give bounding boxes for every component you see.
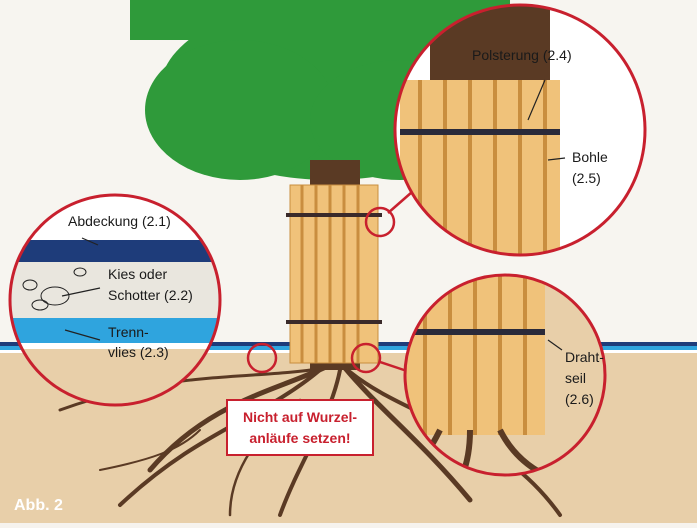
warning-line-2: anläufe setzen!: [249, 430, 350, 446]
trunk-planks: [286, 185, 382, 363]
label-bohle-1: Bohle: [572, 149, 608, 165]
label-trenn-2: vlies (2.3): [108, 344, 169, 360]
label-kies-1: Kies oder: [108, 266, 167, 282]
warning-note: Nicht auf Wurzel- anläufe setzen!: [227, 400, 373, 455]
label-kies-2: Schotter (2.2): [108, 287, 193, 303]
figure-caption: Abb. 2: [14, 497, 63, 514]
warning-line-1: Nicht auf Wurzel-: [243, 409, 357, 425]
label-draht-3: (2.6): [565, 391, 594, 407]
label-abdeckung: Abdeckung (2.1): [68, 213, 171, 229]
label-trenn-1: Trenn-: [108, 324, 149, 340]
label-draht-2: seil: [565, 370, 586, 386]
label-polsterung: Polsterung (2.4): [472, 47, 572, 63]
label-draht-1: Draht-: [565, 349, 604, 365]
label-bohle-2: (2.5): [572, 170, 601, 186]
